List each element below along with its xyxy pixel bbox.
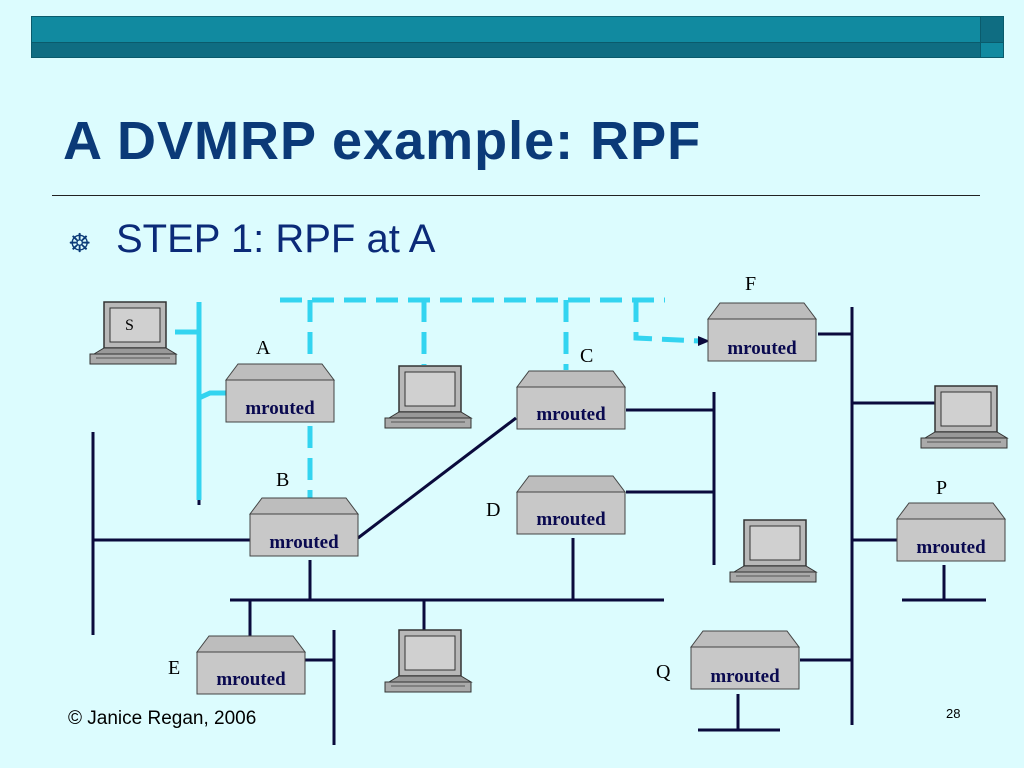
header-corner-bottom: [980, 42, 1004, 58]
label-b: B: [276, 469, 289, 491]
wheel-bullet-icon: ☸: [68, 228, 92, 258]
laptop-icon-1: [384, 365, 472, 429]
router-e-text: mrouted: [216, 669, 286, 690]
router-d-text: mrouted: [536, 509, 606, 530]
page-number: 28: [946, 706, 961, 721]
label-p: P: [936, 477, 947, 499]
laptop-icon-4: [920, 385, 1008, 449]
copyright-footer: © Janice Regan, 2006: [68, 708, 257, 729]
router-f-text: mrouted: [727, 338, 797, 359]
bullet-step: STEP 1: RPF at A: [116, 217, 436, 261]
router-b-text: mrouted: [269, 532, 339, 553]
label-e: E: [168, 657, 180, 679]
label-c: C: [580, 345, 593, 367]
title-divider: [52, 195, 980, 196]
label-d: D: [486, 499, 500, 521]
source-host-label: S: [125, 317, 134, 334]
slide-title: A DVMRP example: RPF: [63, 111, 702, 171]
label-f: F: [745, 273, 756, 295]
arrow-head-icon: [698, 336, 710, 346]
router-c-text: mrouted: [536, 404, 606, 425]
router-a-text: mrouted: [245, 398, 315, 419]
label-a: A: [256, 337, 271, 359]
label-q: Q: [656, 661, 671, 683]
router-q-text: mrouted: [710, 666, 780, 687]
laptop-icon-2: [384, 629, 472, 693]
rpf-highlight: [175, 297, 701, 500]
router-p-text: mrouted: [916, 537, 986, 558]
laptop-icon-3: [729, 519, 817, 583]
